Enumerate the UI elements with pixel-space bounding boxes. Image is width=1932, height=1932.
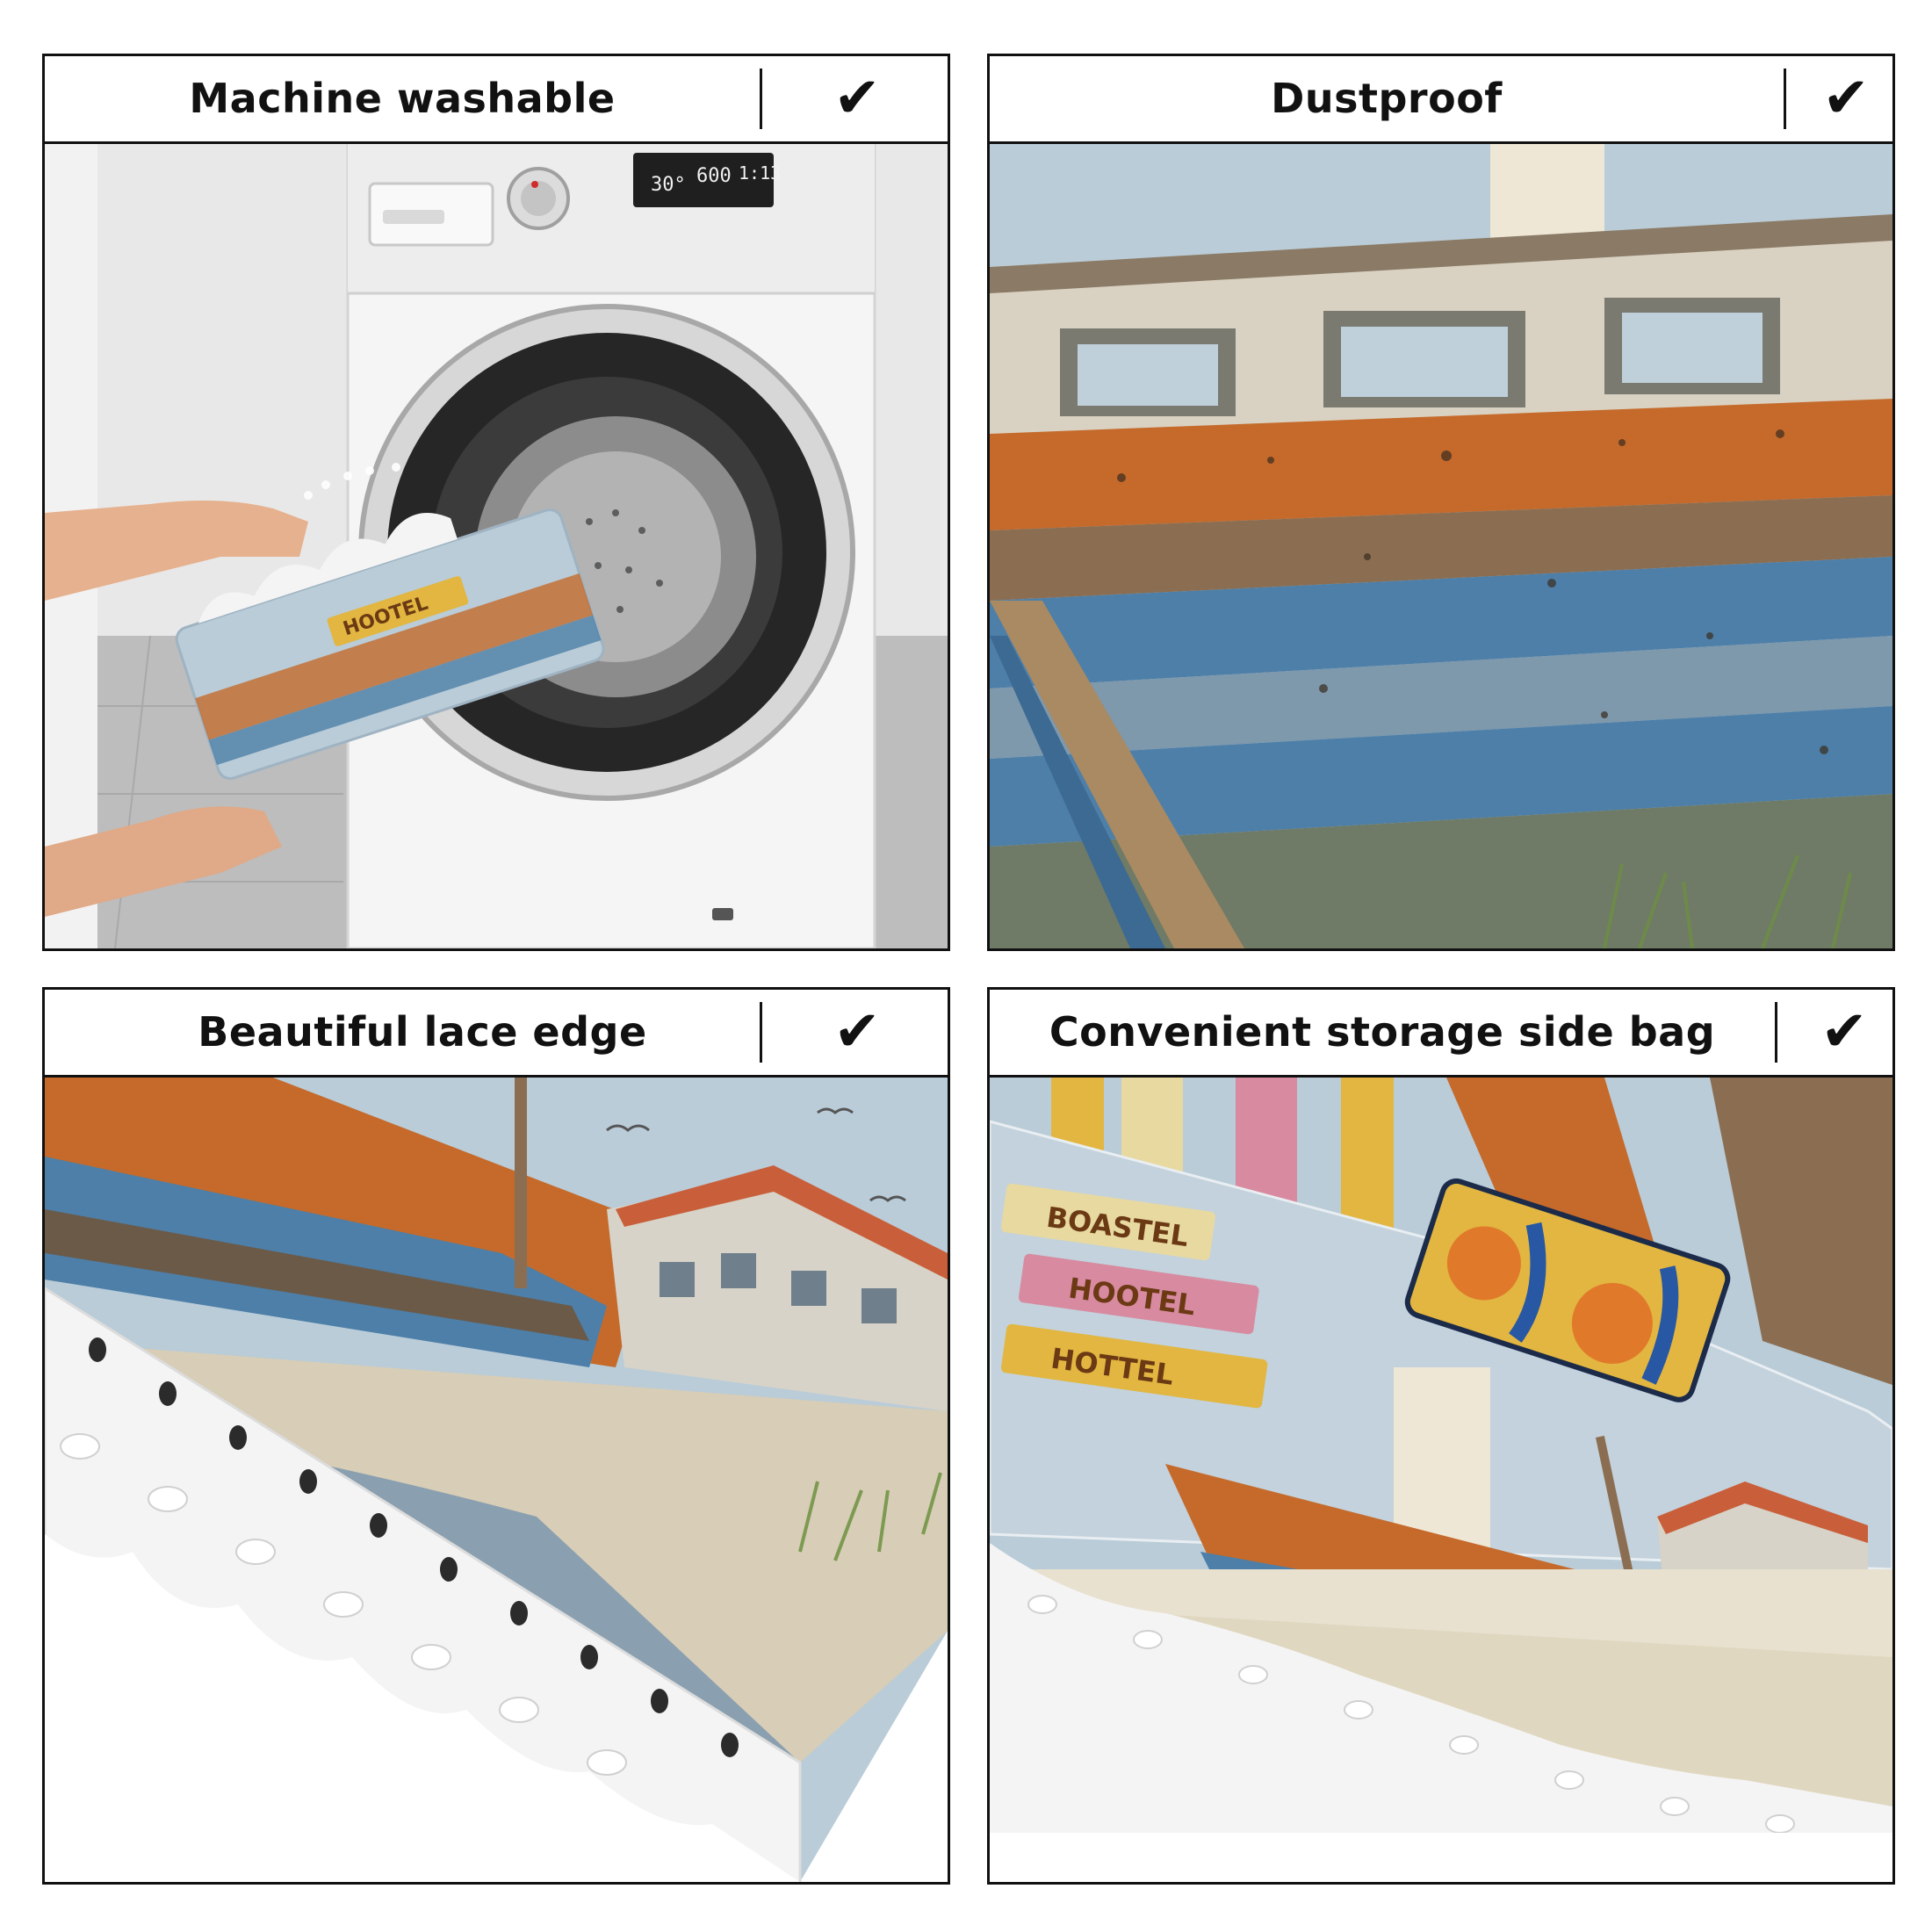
panel-title: Convenient storage side bag (1049, 1008, 1716, 1056)
display-spin: 600 (696, 165, 732, 187)
display-temperature: 30° (651, 174, 686, 196)
check-icon: ✔ (833, 66, 881, 131)
check-icon: ✔ (1822, 66, 1870, 131)
feature-panel-storage-side-bag: Convenient storage side bag ✔ BOASTEL HO… (987, 987, 1895, 1885)
weathered-boat-closeup (990, 144, 1892, 948)
boat-with-lace-edge (45, 1078, 948, 1882)
panel-title: Machine washable (189, 75, 616, 122)
feature-panel-dustproof: Dustproof ✔ (987, 54, 1895, 951)
header-divider (1784, 68, 1786, 129)
header-divider (760, 1002, 762, 1063)
panel-title: Beautiful lace edge (198, 1008, 647, 1056)
washing-machine-photo: 30° 600 1:13 (45, 144, 948, 948)
panel-title: Dustproof (1271, 75, 1503, 122)
storage-pocket-with-phone: BOASTEL HOOTEL HOTTEL (990, 1078, 1892, 1882)
display-time: 1:13 (739, 162, 781, 184)
feature-panel-machine-washable: Machine washable ✔ (42, 54, 950, 951)
header-divider (760, 68, 762, 129)
check-icon: ✔ (1820, 999, 1868, 1064)
check-icon: ✔ (833, 999, 881, 1064)
panel-header: Convenient storage side bag ✔ (990, 990, 1892, 1078)
header-divider (1775, 1002, 1777, 1063)
feature-panel-lace-edge: Beautiful lace edge ✔ (42, 987, 950, 1885)
panel-header: Beautiful lace edge ✔ (45, 990, 948, 1078)
panel-header: Machine washable ✔ (45, 56, 948, 144)
panel-header: Dustproof ✔ (990, 56, 1892, 144)
